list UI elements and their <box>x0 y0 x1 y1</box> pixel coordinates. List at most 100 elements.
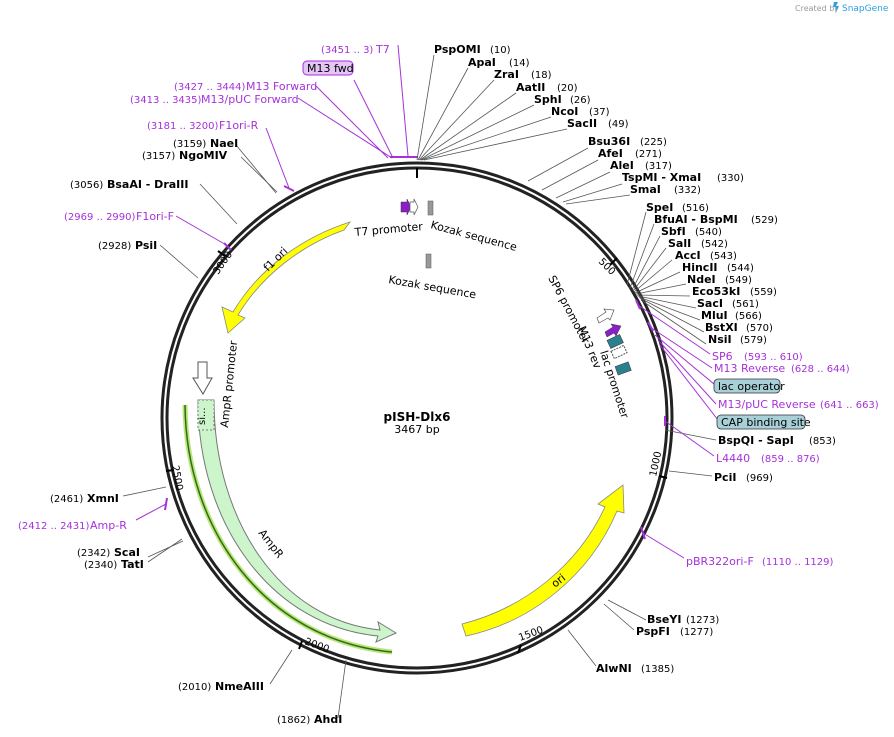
f1ori-f-name: F1ori-F <box>136 210 174 223</box>
snapgene-logo-icon <box>833 2 839 12</box>
cap-binding-box[interactable] <box>614 361 632 376</box>
top-site-leaders <box>416 54 631 205</box>
site-bsu36i[interactable]: Bsu36I <box>588 135 630 148</box>
m13-rev-label: M13 rev <box>575 324 604 371</box>
site-eco53ki-pos: (559) <box>750 287 777 298</box>
site-tspmi-xmai[interactable]: TspMI - XmaI <box>622 171 701 184</box>
lac-promoter-label: lac promoter <box>597 349 631 420</box>
site-apai[interactable]: ApaI <box>468 56 496 69</box>
kozak-label-1: Kozak sequence <box>429 218 518 254</box>
site-hincii[interactable]: HincII <box>682 261 718 274</box>
site-naei-pos: (3159) <box>173 139 206 150</box>
site-apai-pos: (14) <box>509 58 530 69</box>
site-ndei[interactable]: NdeI <box>687 273 716 286</box>
site-mlui[interactable]: MluI <box>701 309 728 322</box>
m13-puc-forward-name: M13/pUC Forward <box>201 93 299 106</box>
site-ngomiv[interactable]: NgoMIV <box>179 149 228 162</box>
site-xmni[interactable]: XmnI <box>87 492 119 505</box>
ori-arrow[interactable] <box>461 484 625 637</box>
site-alwni-pos: (1385) <box>641 664 674 675</box>
lac-promoter-box[interactable] <box>610 344 628 360</box>
site-tspmi-xmai-pos: (330) <box>717 173 744 184</box>
tick-label-2500: 2500 <box>169 465 184 492</box>
kozak-box-2[interactable] <box>425 253 432 269</box>
site-ahdi[interactable]: AhdI <box>314 713 342 726</box>
kozak-box-1[interactable] <box>427 200 434 216</box>
cap-binding-badge[interactable] <box>716 414 806 430</box>
site-scai-pos: (2342) <box>77 548 110 559</box>
site-bseyi[interactable]: BseYI <box>647 613 681 626</box>
t7-promoter-arrow[interactable] <box>400 198 412 216</box>
f1ori-r-name: F1ori-R <box>219 119 259 132</box>
watermark-created-by: Created by <box>795 4 839 13</box>
site-acci[interactable]: AccI <box>675 249 701 262</box>
signal-peptide-box[interactable] <box>197 399 215 431</box>
site-pcii-pos: (969) <box>746 473 773 484</box>
site-scai[interactable]: ScaI <box>114 546 140 559</box>
m13-fwd-badge[interactable] <box>302 60 354 76</box>
pbr322ori-f-pos: (1110 .. 1129) <box>762 557 834 568</box>
ampr-gene-arrow[interactable] <box>197 399 398 643</box>
site-tati[interactable]: TatI <box>121 558 144 571</box>
site-zrai-pos: (18) <box>531 70 552 81</box>
site-ndei-pos: (549) <box>725 275 752 286</box>
site-sphi[interactable]: SphI <box>534 93 562 106</box>
amp-r-name: Amp-R <box>90 519 127 532</box>
m13-forward-pos: (3427 .. 3444) <box>174 82 246 93</box>
site-alwni[interactable]: AlwNI <box>596 662 632 675</box>
site-pcii[interactable]: PciI <box>714 471 736 484</box>
site-nmeaiii[interactable]: NmeAIII <box>215 680 264 693</box>
m13-puc-reverse-pos: (641 .. 663) <box>820 400 879 411</box>
site-sali[interactable]: SalI <box>668 237 691 250</box>
backbone-outer-strand <box>160 161 674 675</box>
tick-mark-3000 <box>217 250 226 257</box>
site-saci[interactable]: SacI <box>697 297 723 310</box>
sp6-primer-name: SP6 <box>712 350 733 363</box>
site-nmeaiii-pos: (2010) <box>178 682 211 693</box>
lac-operator-box[interactable] <box>606 334 624 349</box>
m13-rev-arrow[interactable] <box>604 323 622 338</box>
f1-ori-arrow[interactable] <box>221 221 352 334</box>
ampr-promoter-arrow[interactable] <box>192 361 213 395</box>
site-bseyi-pos: (1273) <box>686 615 719 626</box>
pbr322ori-f-name: pBR322ori-F <box>686 555 754 568</box>
sp6-promoter-arrow[interactable] <box>596 308 615 324</box>
lac-operator-badge[interactable] <box>713 378 781 394</box>
site-ncoi-pos: (37) <box>589 107 610 118</box>
tick-mark-500 <box>609 257 618 266</box>
site-spei[interactable]: SpeI <box>646 201 673 214</box>
sp6-primer-pos: (593 .. 610) <box>744 352 803 363</box>
site-bstxi-pos: (570) <box>746 323 773 334</box>
site-sali-pos: (542) <box>701 239 728 250</box>
site-saci-pos: (561) <box>732 299 759 310</box>
site-smai[interactable]: SmaI <box>630 183 661 196</box>
site-bstxi[interactable]: BstXI <box>705 321 738 334</box>
site-psii-pos: (2928) <box>98 241 131 252</box>
t7-primer-name: T7 <box>375 43 390 56</box>
site-pspfi-pos: (1277) <box>680 627 713 638</box>
site-sbfi-pos: (540) <box>695 227 722 238</box>
site-alei[interactable]: AleI <box>610 159 634 172</box>
plasmid-size: 3467 bp <box>394 423 439 436</box>
m13-puc-forward-pos: (3413 .. 3435) <box>130 95 202 106</box>
site-bspqi-sapi[interactable]: BspQI - SapI <box>718 434 794 447</box>
m13-forward-name: M13 Forward <box>246 80 317 93</box>
site-naei[interactable]: NaeI <box>210 137 238 150</box>
site-pspfi[interactable]: PspFI <box>636 625 670 638</box>
site-psii[interactable]: PsiI <box>135 239 157 252</box>
site-pspomi[interactable]: PspOMI <box>434 43 481 56</box>
site-zrai[interactable]: ZraI <box>494 68 519 81</box>
site-acci-pos: (543) <box>710 251 737 262</box>
site-sacii[interactable]: SacII <box>567 117 597 130</box>
amp-r-pos: (2412 .. 2431) <box>18 521 90 532</box>
site-bsaai-draiii[interactable]: BsaAI - DraIII <box>107 178 188 191</box>
site-nsii[interactable]: NsiI <box>708 333 732 346</box>
site-aatii[interactable]: AatII <box>516 81 545 94</box>
site-afei[interactable]: AfeI <box>598 147 623 160</box>
site-ncoi[interactable]: NcoI <box>551 105 578 118</box>
site-bfuai-bspmi[interactable]: BfuAI - BspMI <box>654 213 738 226</box>
kozak-label-2: Kozak sequence <box>387 273 477 301</box>
site-sbfi[interactable]: SbfI <box>661 225 686 238</box>
site-eco53ki[interactable]: Eco53kI <box>692 285 740 298</box>
